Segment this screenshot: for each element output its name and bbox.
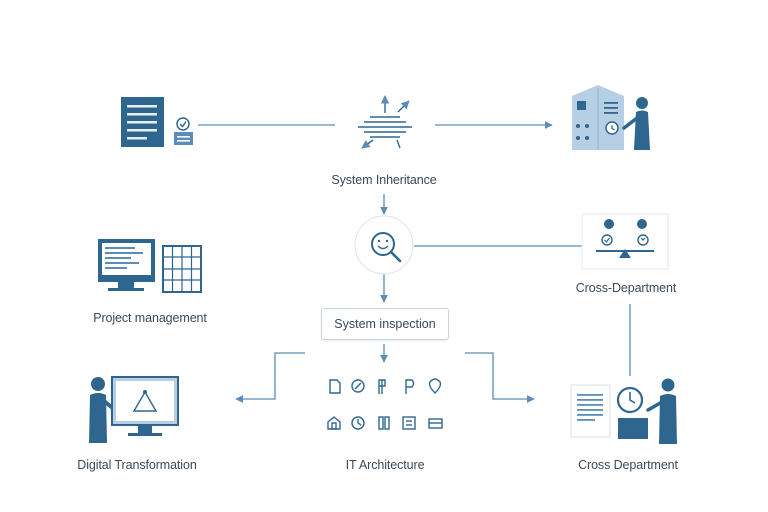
connector-to-left-branch [235, 352, 305, 403]
search-smile-icon [354, 215, 414, 275]
balance-people-icon [581, 213, 669, 270]
person-presentation-icon [89, 376, 179, 443]
letter-p-icon [378, 379, 386, 394]
parking-icon [405, 379, 415, 394]
clock-icon [351, 416, 365, 430]
label-cross-department-right: Cross-Department [575, 281, 677, 295]
label-it-architecture: IT Architecture [345, 458, 425, 472]
label-project-management: Project management [93, 311, 207, 325]
document-icon [329, 379, 341, 394]
location-pin-icon [428, 378, 442, 394]
person-clock-document-icon [570, 378, 677, 444]
clipboard-icon [402, 416, 416, 430]
label-digital-transformation: Digital Transformation [77, 458, 197, 472]
connector-to-right-branch [465, 352, 535, 403]
connectors [198, 121, 631, 403]
monitor-calendar-icon [98, 239, 202, 293]
it-tools-icon-grid [327, 378, 443, 430]
building-person-icon [572, 85, 650, 150]
drawer-icon [428, 418, 443, 429]
compass-icon [351, 379, 365, 393]
label-cross-department-bottom: Cross Department [578, 458, 678, 472]
document-checklist-icon [121, 97, 193, 147]
label-system-inheritance: System Inheritance [331, 173, 437, 187]
home-icon [327, 416, 341, 430]
battery-icon [378, 416, 390, 430]
system-inspection-box[interactable]: System inspection [321, 308, 449, 340]
label-system-inspection: System inspection [334, 317, 436, 331]
layered-arrows-icon [358, 95, 412, 149]
